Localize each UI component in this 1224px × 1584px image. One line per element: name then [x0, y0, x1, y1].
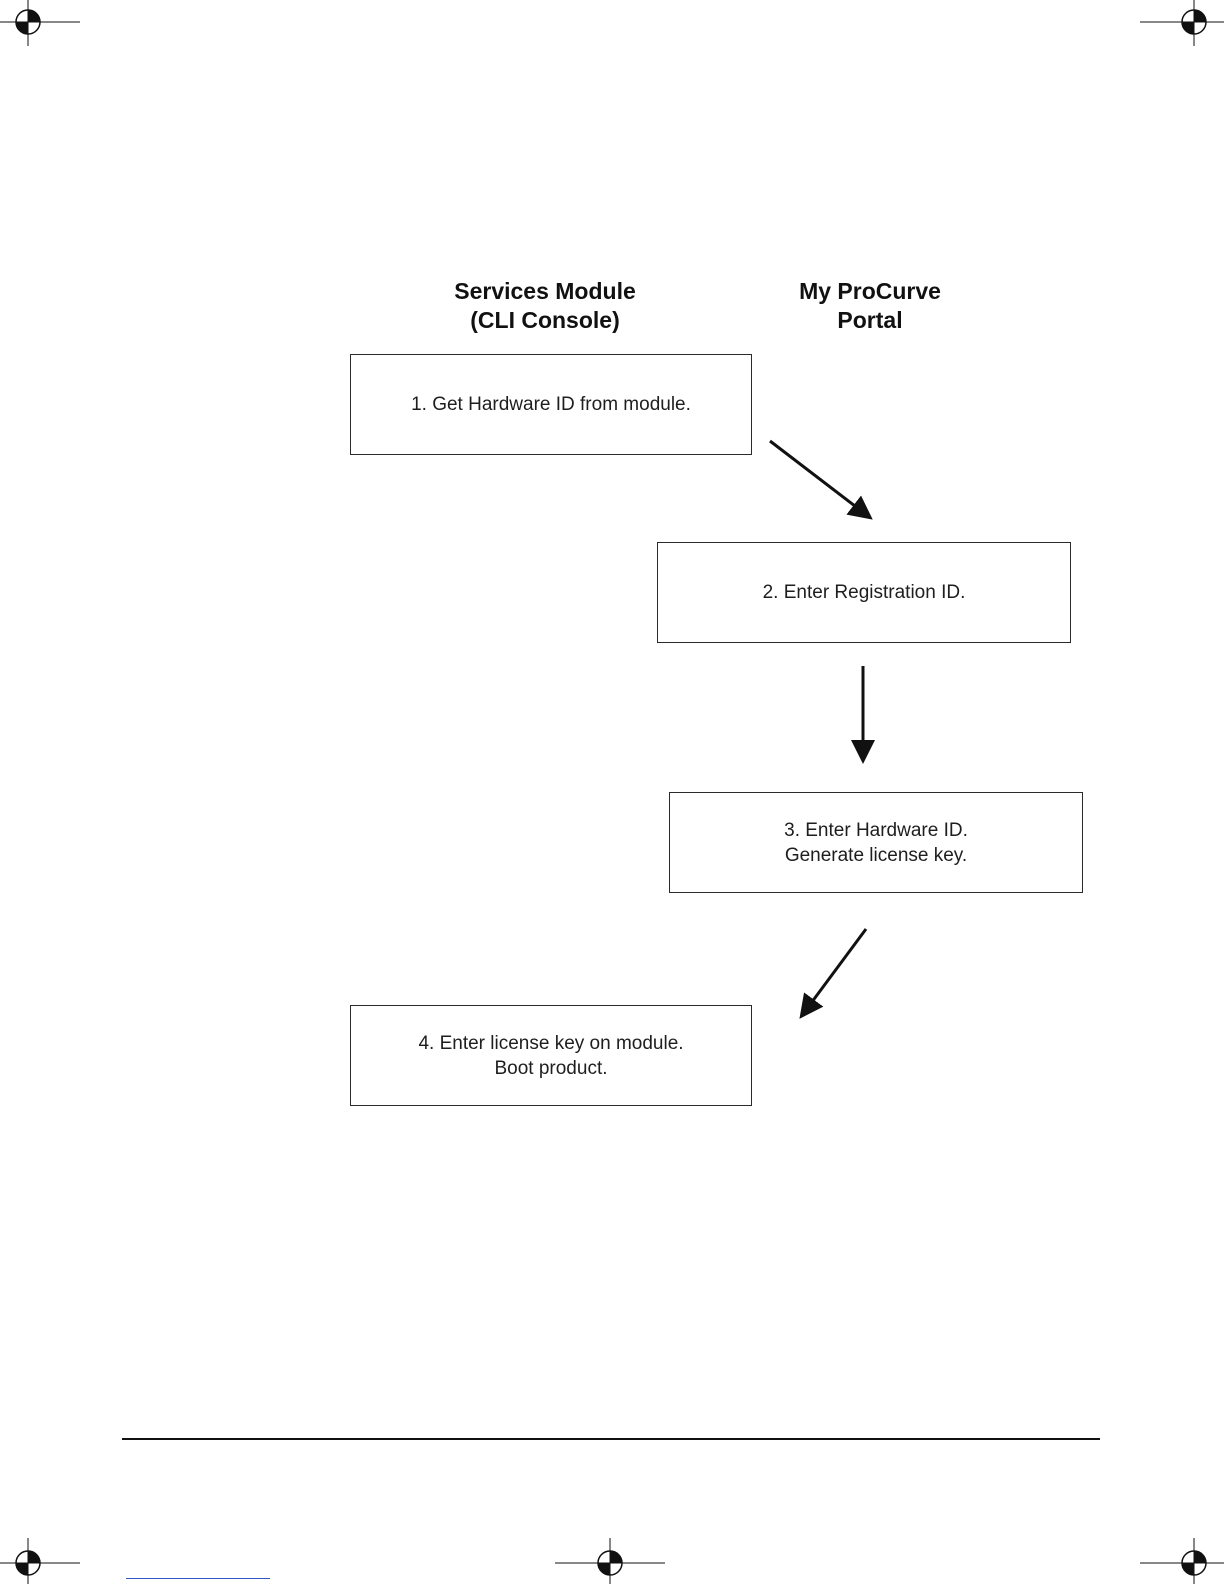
registration-crosshair-icon: [0, 1534, 110, 1584]
step-4-box: 4. Enter license key on module. Boot pro…: [350, 1005, 752, 1106]
arrow-step1-to-step2-icon: [770, 441, 868, 516]
heading-services-module-line-2: (CLI Console): [420, 306, 670, 335]
registration-crosshair-icon: [1114, 0, 1224, 50]
step-4-text-line-2: Boot product.: [494, 1056, 607, 1081]
registration-crosshair-icon: [0, 0, 110, 50]
footer-rule: [122, 1438, 1100, 1440]
heading-services-module: Services Module (CLI Console): [420, 277, 670, 335]
step-1-text: 1. Get Hardware ID from module.: [411, 392, 691, 417]
step-4-text-line-1: 4. Enter license key on module.: [418, 1031, 683, 1056]
step-3-text-line-2: Generate license key.: [785, 843, 967, 868]
registration-crosshair-icon: [555, 1534, 665, 1584]
step-2-box: 2. Enter Registration ID.: [657, 542, 1071, 643]
heading-portal-line-2: Portal: [745, 306, 995, 335]
step-3-text-line-1: 3. Enter Hardware ID.: [784, 818, 968, 843]
heading-my-procurve-portal: My ProCurve Portal: [745, 277, 995, 335]
step-3-box: 3. Enter Hardware ID. Generate license k…: [669, 792, 1083, 893]
registration-crosshair-icon: [1114, 1534, 1224, 1584]
heading-portal-line-1: My ProCurve: [745, 277, 995, 306]
step-2-text: 2. Enter Registration ID.: [763, 580, 966, 605]
step-1-box: 1. Get Hardware ID from module.: [350, 354, 752, 455]
arrow-step3-to-step4-icon: [803, 929, 866, 1014]
heading-services-module-line-1: Services Module: [420, 277, 670, 306]
footer-link-underline: [126, 1578, 270, 1579]
